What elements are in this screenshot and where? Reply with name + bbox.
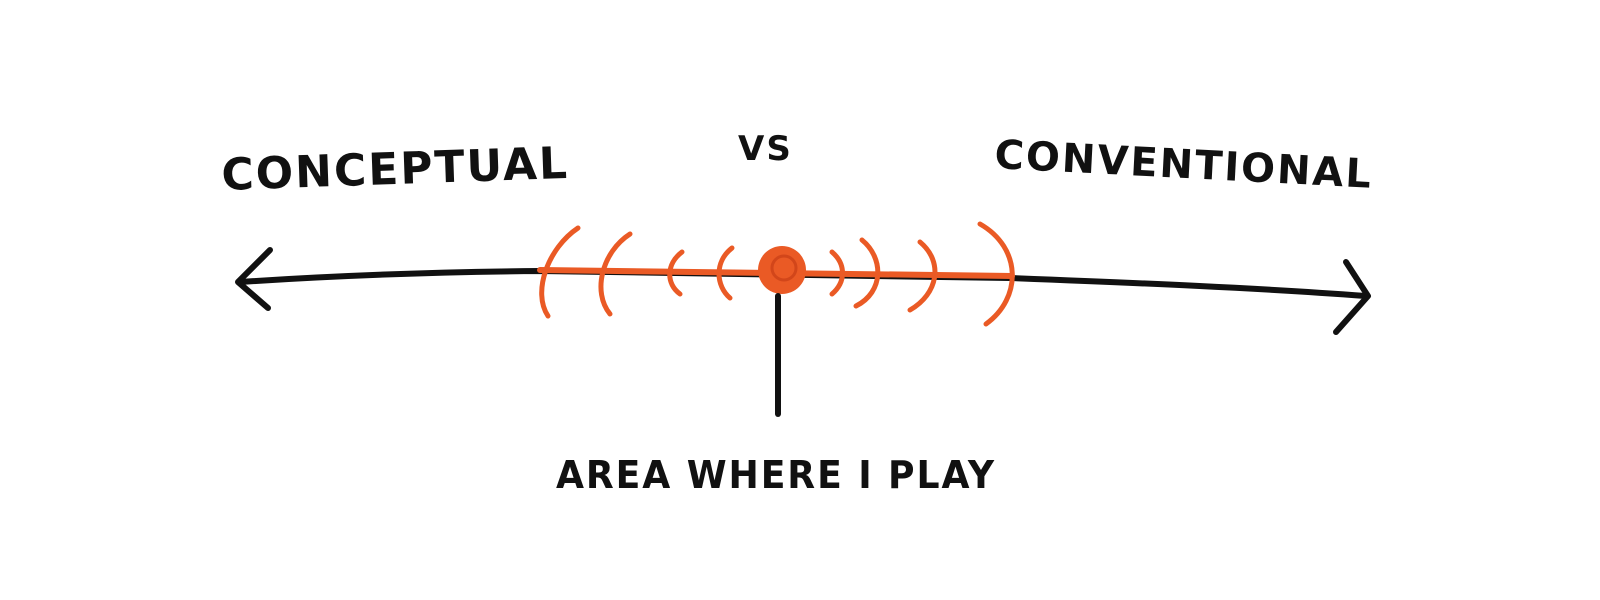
center-dot bbox=[758, 246, 806, 294]
bracket-left-3 bbox=[667, 249, 685, 297]
bracket-right-3 bbox=[907, 239, 938, 313]
right-label: CONVENTIONAL bbox=[993, 132, 1374, 198]
left-label: CONCEPTUAL bbox=[221, 138, 570, 201]
right-arrowhead-icon bbox=[1333, 259, 1371, 335]
bracket-right-4 bbox=[977, 221, 1015, 327]
left-arrowhead-icon bbox=[235, 247, 273, 311]
bracket-right-2 bbox=[853, 237, 881, 309]
middle-label: VS bbox=[738, 129, 793, 169]
bracket-left-1 bbox=[539, 225, 581, 319]
pointer-label: AREA WHERE I PLAY bbox=[556, 453, 996, 497]
bracket-right-1 bbox=[829, 249, 845, 297]
center-dot-scribble bbox=[770, 254, 798, 282]
bracket-left-4 bbox=[716, 245, 735, 301]
bracket-left-2 bbox=[598, 231, 633, 317]
